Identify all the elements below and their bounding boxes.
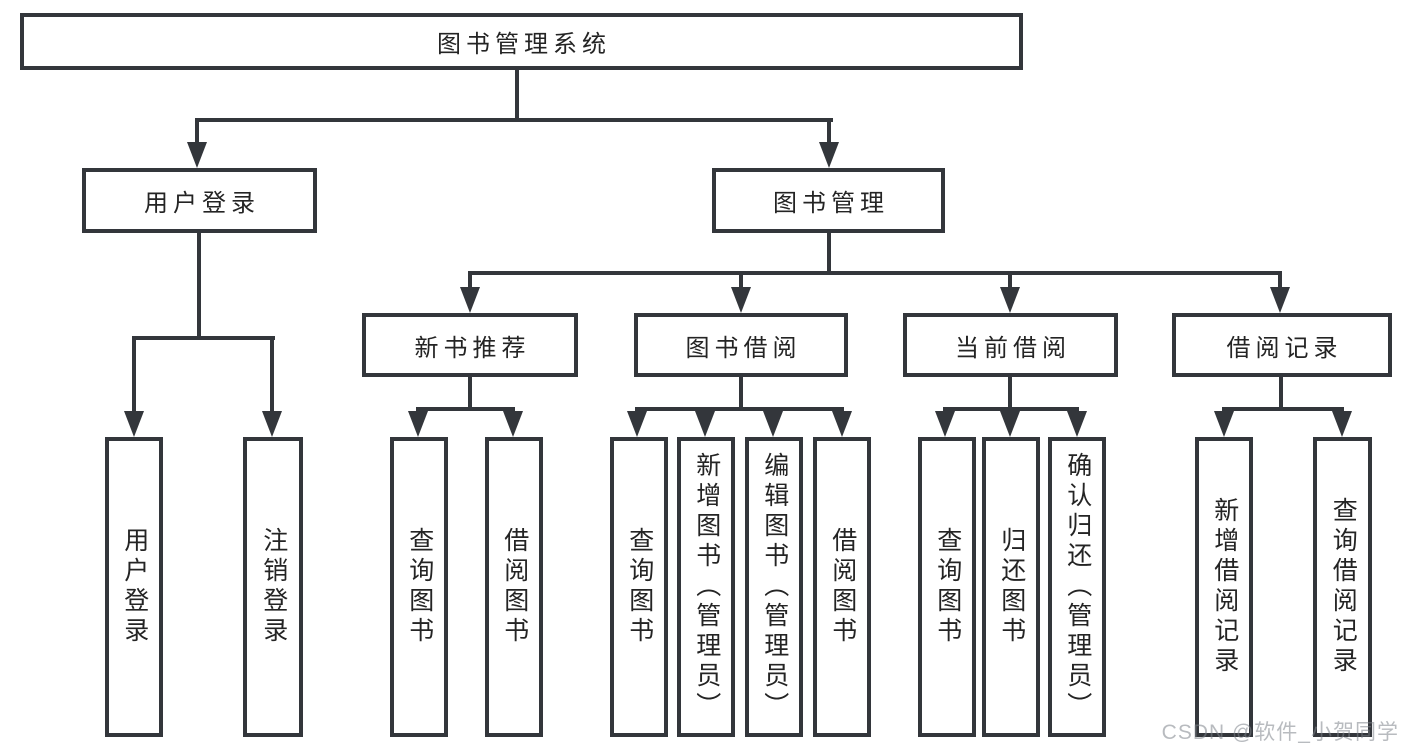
- arrowhead-down: [124, 411, 144, 437]
- connector-vertical: [468, 271, 472, 291]
- node-label: 确认归还（管理员）: [1063, 452, 1092, 722]
- connector-vertical: [197, 233, 201, 340]
- arrowhead-down: [832, 411, 852, 437]
- node-label: 图书管理系统: [437, 31, 611, 58]
- node-label: 查询图书: [405, 527, 434, 647]
- arrowhead-down: [503, 411, 523, 437]
- leaf-confirm-return-admin: 确认归还（管理员）: [1048, 437, 1106, 737]
- arrowhead-down: [1332, 411, 1352, 437]
- connector-vertical: [1008, 377, 1012, 411]
- arrowhead-down: [1270, 287, 1290, 313]
- connector-horizontal: [1222, 407, 1344, 411]
- node-current-borrowing: 当前借阅: [903, 313, 1118, 377]
- arrowhead-down: [460, 287, 480, 313]
- node-label: 查询图书: [625, 527, 654, 647]
- connector-vertical: [739, 271, 743, 291]
- node-book-management-branch: 图书管理: [712, 168, 945, 233]
- arrowhead-down: [763, 411, 783, 437]
- arrowhead-down: [408, 411, 428, 437]
- connector-vertical: [1008, 271, 1012, 291]
- arrowhead-down: [695, 411, 715, 437]
- connector-horizontal: [635, 407, 844, 411]
- leaf-add-books-admin: 新增图书（管理员）: [677, 437, 735, 737]
- node-label: 图书借阅: [685, 334, 802, 362]
- node-label: 借阅图书: [828, 527, 857, 647]
- node-user-login-branch: 用户登录: [82, 168, 317, 233]
- node-borrowing-records: 借阅记录: [1172, 313, 1392, 377]
- arrowhead-down: [627, 411, 647, 437]
- node-label: 借阅图书: [500, 527, 529, 647]
- node-label: 用户登录: [120, 527, 149, 647]
- connector-vertical: [1278, 271, 1282, 291]
- connector-horizontal: [195, 118, 833, 122]
- connector-vertical: [1279, 377, 1283, 411]
- node-label: 查询图书: [933, 527, 962, 647]
- leaf-query-books: 查询图书: [390, 437, 448, 737]
- connector-vertical: [515, 70, 519, 122]
- connector-horizontal: [416, 407, 515, 411]
- leaf-query-books: 查询图书: [610, 437, 668, 737]
- node-label: 新书推荐: [414, 334, 531, 362]
- leaf-user-login: 用户登录: [105, 437, 163, 737]
- connector-horizontal: [132, 336, 275, 340]
- arrowhead-down: [1067, 411, 1087, 437]
- leaf-borrow-books: 借阅图书: [485, 437, 543, 737]
- node-label: 新增借阅记录: [1210, 497, 1239, 677]
- connector-vertical: [195, 118, 199, 148]
- leaf-logout: 注销登录: [243, 437, 303, 737]
- arrowhead-down: [262, 411, 282, 437]
- connector-vertical: [270, 336, 274, 414]
- arrowhead-down: [731, 287, 751, 313]
- connector-horizontal: [943, 407, 1079, 411]
- connector-vertical: [739, 377, 743, 411]
- leaf-add-borrow-record: 新增借阅记录: [1195, 437, 1253, 737]
- node-book-borrowing: 图书借阅: [634, 313, 848, 377]
- node-label: 注销登录: [259, 527, 288, 647]
- arrowhead-down: [1000, 411, 1020, 437]
- arrowhead-down: [1214, 411, 1234, 437]
- connector-vertical: [468, 377, 472, 411]
- leaf-return-books: 归还图书: [982, 437, 1040, 737]
- node-label: 当前借阅: [955, 334, 1071, 362]
- connector-vertical: [827, 233, 831, 275]
- node-label: 编辑图书（管理员）: [760, 452, 789, 722]
- arrowhead-down: [935, 411, 955, 437]
- node-label: 用户登录: [144, 190, 260, 217]
- connector-horizontal: [468, 271, 1282, 275]
- leaf-edit-books-admin: 编辑图书（管理员）: [745, 437, 803, 737]
- node-label: 新增图书（管理员）: [692, 452, 721, 722]
- node-label: 图书管理: [773, 190, 889, 217]
- arrowhead-down: [187, 142, 207, 168]
- connector-vertical: [132, 336, 136, 414]
- node-library-management-system: 图书管理系统: [20, 13, 1023, 70]
- leaf-borrow-books: 借阅图书: [813, 437, 871, 737]
- node-new-book-recommendation: 新书推荐: [362, 313, 578, 377]
- node-label: 借阅记录: [1226, 334, 1343, 362]
- arrowhead-down: [1000, 287, 1020, 313]
- leaf-query-borrow-record: 查询借阅记录: [1313, 437, 1372, 737]
- arrowhead-down: [819, 142, 839, 168]
- node-label: 归还图书: [997, 527, 1026, 647]
- connector-vertical: [827, 118, 831, 148]
- node-label: 查询借阅记录: [1329, 497, 1358, 677]
- leaf-query-books: 查询图书: [918, 437, 976, 737]
- csdn-watermark: CSDN @软件_小贺同学: [1161, 721, 1399, 744]
